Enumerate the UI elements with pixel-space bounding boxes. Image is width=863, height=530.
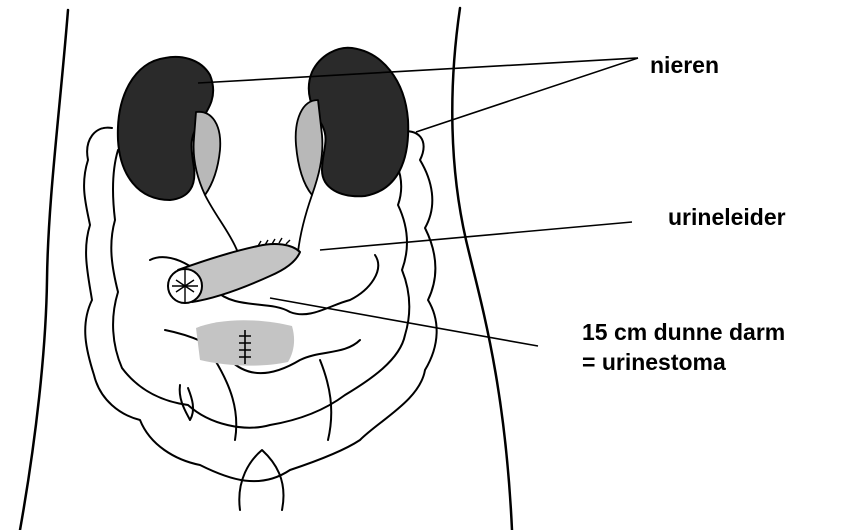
leader-ureter [320, 222, 632, 250]
kidney-right [309, 48, 408, 197]
renal-pelvis-right [296, 100, 323, 195]
ileal-conduit [168, 238, 300, 303]
leader-lines [198, 58, 638, 346]
kidneys [118, 48, 408, 200]
ureters [194, 100, 323, 264]
label-urinestoma-line1: 15 cm dunne darm [582, 318, 785, 348]
label-kidneys: nieren [650, 51, 719, 81]
label-urinestoma: 15 cm dunne darm = urinestoma [582, 318, 785, 378]
sigmoid-loop [180, 385, 193, 420]
body-outline-right [452, 8, 512, 530]
renal-pelvis-left [194, 112, 221, 195]
label-urinestoma-line2: = urinestoma [582, 348, 785, 378]
body-outline-left [20, 10, 68, 530]
label-ureter: urineleider [668, 203, 786, 233]
bowel-anastomosis [196, 320, 294, 365]
